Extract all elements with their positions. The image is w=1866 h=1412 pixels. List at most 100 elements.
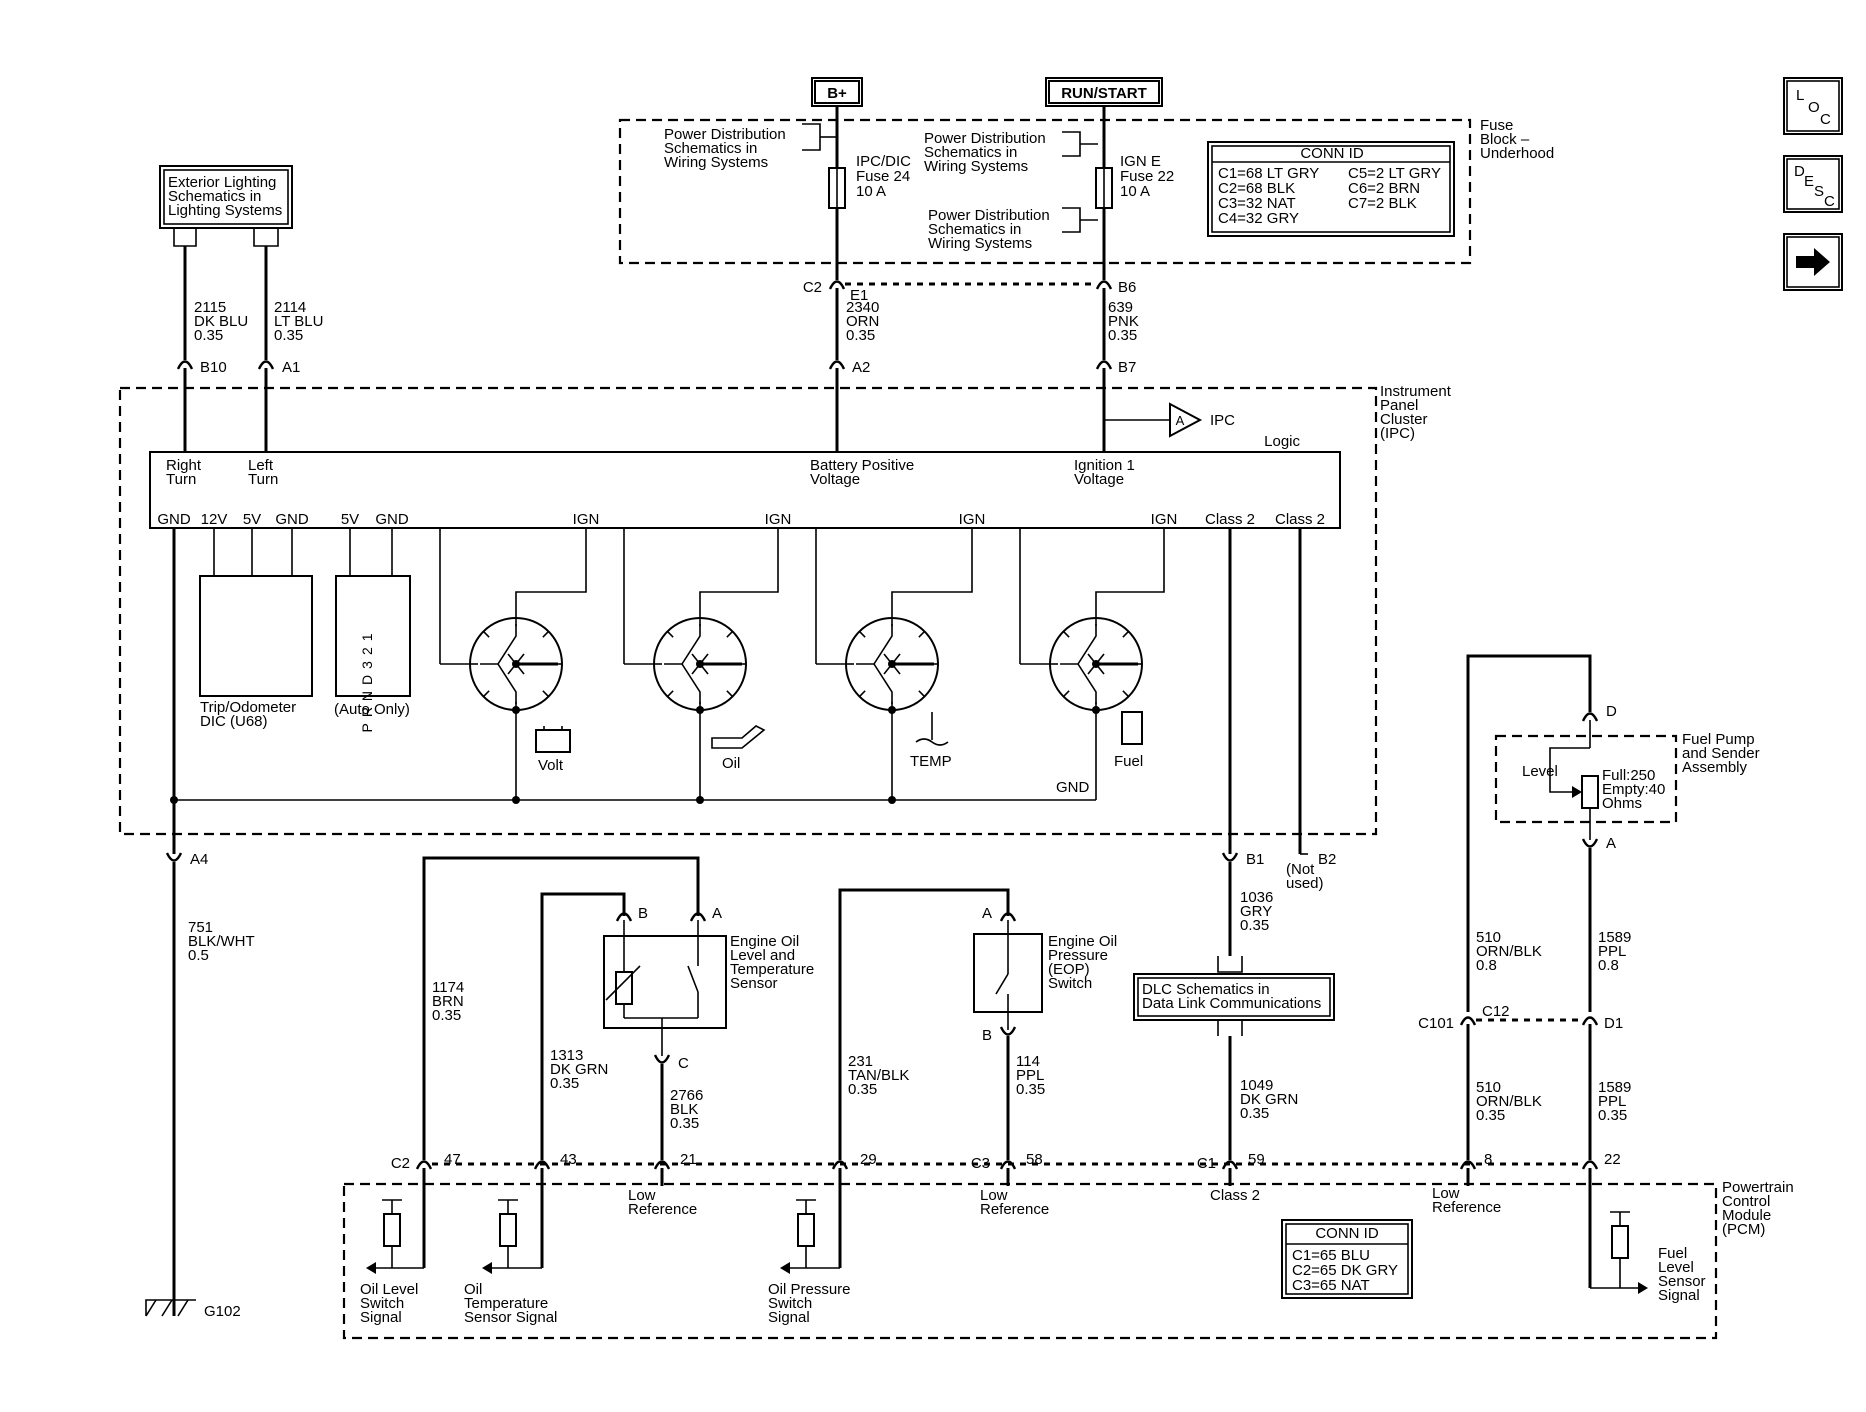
sender-wiper <box>1549 747 1590 793</box>
gauge-pivot <box>696 660 704 668</box>
fuse22-label: IGN E <box>1120 153 1161 170</box>
dlc-plug <box>1217 1019 1243 1036</box>
dlc-label: Data Link Communications <box>1142 995 1321 1012</box>
pin-d1: D1 <box>1604 1015 1623 1032</box>
oil-temp-sensor-arrow <box>482 1262 492 1274</box>
wire-1174-label: BRN <box>432 993 464 1010</box>
gauge-tick <box>918 630 926 638</box>
gauge-coil <box>664 624 701 665</box>
wire-2766-label: 0.35 <box>670 1115 699 1132</box>
pcm-class2: Class 2 <box>1210 1187 1260 1204</box>
wire-114-label: 114 <box>1016 1053 1040 1070</box>
gauge-ign-feed <box>699 528 779 618</box>
oil-pressure-signal: Oil Pressure <box>768 1281 851 1298</box>
ipc-pin-label: GND <box>375 511 409 528</box>
gauge-tick <box>482 630 490 638</box>
eop-switch <box>995 973 1009 995</box>
pin-a1: A1 <box>282 359 300 376</box>
b7-connector <box>1095 360 1113 370</box>
pin-e1: E1 <box>850 287 868 304</box>
ipc-logic-box <box>149 451 1341 529</box>
gauge-tick <box>482 690 490 698</box>
fuel-pump-title: and Sender <box>1682 745 1760 762</box>
volt-label: Volt <box>538 757 564 774</box>
wire-1589-lower-label: 0.35 <box>1598 1107 1627 1124</box>
gauge-temp <box>845 617 939 711</box>
ipc-pin-label: IGN <box>765 511 792 528</box>
wire-1589-lower-label: PPL <box>1598 1093 1626 1110</box>
fuse-block-title: Fuse <box>1480 117 1513 134</box>
loc-button-inner <box>1786 80 1840 132</box>
right-turn-label: Right <box>166 457 202 474</box>
pcm-title: Powertrain <box>1722 1179 1794 1196</box>
wire-114-label: 0.35 <box>1016 1081 1045 1098</box>
pcm-pin-label: 58 <box>1026 1151 1043 1168</box>
fuel-pump-title: Fuel Pump <box>1682 731 1755 748</box>
oil-temp-signal: Sensor Signal <box>464 1309 557 1326</box>
pd-left-label: Wiring Systems <box>664 154 768 171</box>
pin-fuel-d: D <box>1606 703 1617 720</box>
gauge-ign-feed <box>515 528 587 618</box>
desc-c: C <box>1824 193 1835 210</box>
auto-only-label: (Auto Only) <box>334 701 410 718</box>
gauge-tick <box>1062 630 1070 638</box>
ipc-pin-label: IGN <box>959 511 986 528</box>
sender-resistor <box>1581 775 1599 809</box>
pd-right2-label: Schematics in <box>928 221 1021 238</box>
low-ref-8: Low <box>1432 1185 1460 1202</box>
pcm-conn-id-inner <box>1285 1223 1409 1295</box>
conn-id-title: CONN ID <box>1300 145 1364 162</box>
pin-b10: B10 <box>200 359 227 376</box>
pcm-pin-label: 8 <box>1484 1151 1492 1168</box>
c2-connector <box>828 280 846 290</box>
loc-button[interactable] <box>1783 77 1843 135</box>
pd-right2-label: Power Distribution <box>928 207 1050 224</box>
gauge-tick <box>1062 690 1070 698</box>
oil-level-sensor-title: Temperature <box>730 961 814 978</box>
wire-510-up <box>1466 654 1592 1012</box>
ipc-ref-triangle <box>1169 402 1203 438</box>
a2-connector <box>828 360 846 370</box>
fuse22-label: Fuse 22 <box>1120 168 1174 185</box>
fuel-d <box>1581 712 1599 722</box>
ipc-title: Panel <box>1380 397 1418 414</box>
pd-left-label: Power Distribution <box>664 126 786 143</box>
wire-1049-label: DK GRN <box>1240 1091 1298 1108</box>
ipc-outline <box>118 386 1378 836</box>
wire-1589-upper-label: 1589 <box>1598 929 1631 946</box>
conn-id-left: C4=32 GRY <box>1218 210 1299 227</box>
oil-level-switch-arrow <box>366 1262 376 1274</box>
pd-bracket <box>1062 131 1081 157</box>
temp-icon <box>915 738 949 746</box>
pd-right2-label: Wiring Systems <box>928 235 1032 252</box>
gauge-pivot <box>512 660 520 668</box>
fuel-pump-outline <box>1494 734 1678 824</box>
wire-639-label: 0.35 <box>1108 327 1137 344</box>
pcm-pin-connector <box>653 1160 671 1170</box>
eop-b <box>999 1026 1017 1036</box>
wire-2114-label: 0.35 <box>274 327 303 344</box>
oil-pressure-switch-arrow <box>780 1262 790 1274</box>
wire-1049-label: 0.35 <box>1240 1105 1269 1122</box>
wire-2114-label: 2114 <box>274 299 306 316</box>
low-ref-58: Low <box>980 1187 1008 1204</box>
a1-connector <box>257 360 275 370</box>
batt-label: Battery Positive <box>810 457 914 474</box>
ipc-pin-label: Class 2 <box>1275 511 1325 528</box>
desc-button[interactable] <box>1783 155 1843 213</box>
oil-level-signal: Switch <box>360 1295 404 1312</box>
pin-b2: B2 <box>1318 851 1336 868</box>
oil-sensor-c <box>653 1054 671 1064</box>
eop-title: Pressure <box>1048 947 1108 964</box>
pcm-outline <box>342 1182 1718 1340</box>
conn-id-box <box>1207 141 1455 237</box>
gauge-tick <box>666 690 674 698</box>
run-start-box-inner <box>1048 80 1160 104</box>
eop-title: (EOP) <box>1048 961 1090 978</box>
sender-spec: Full:250 <box>1602 767 1655 784</box>
ipc-pin-label: IGN <box>573 511 600 528</box>
sensor-variable-arrow <box>605 965 641 1001</box>
ext-lighting-label: Lighting Systems <box>168 202 282 219</box>
oil-level-sensor-title: Engine Oil <box>730 933 799 950</box>
wire-1036-label: GRY <box>1240 903 1272 920</box>
